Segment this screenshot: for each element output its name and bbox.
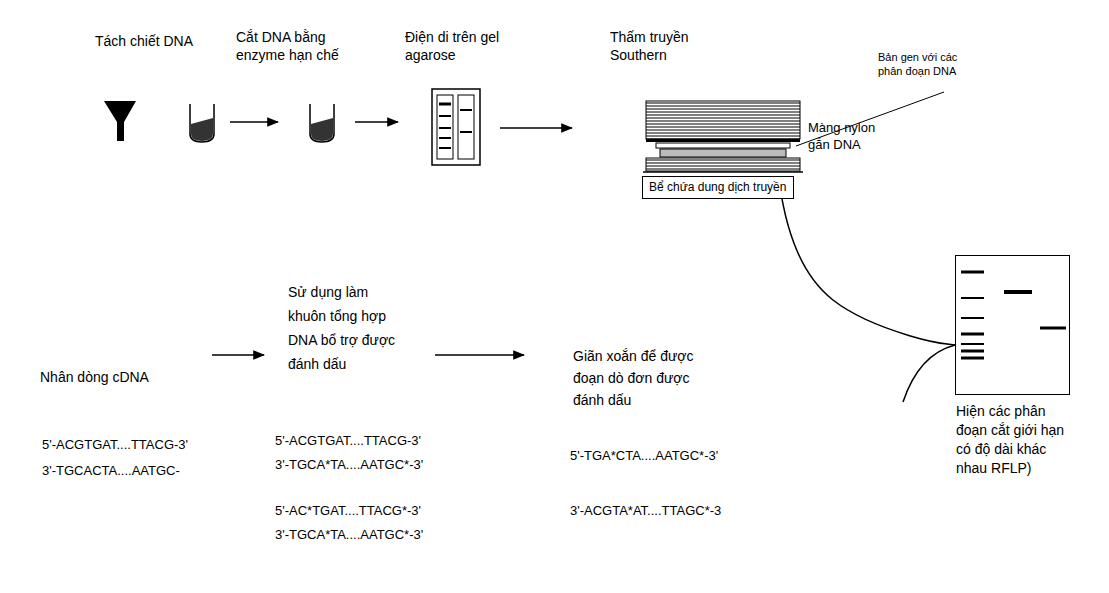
dna-band — [961, 350, 984, 353]
callout-label: Bản gen với các phân đoạn DNA — [878, 50, 973, 79]
sequence: 3'-TGCA*TA....AATGC*-3' — [275, 457, 423, 474]
process-arrow — [230, 121, 278, 123]
callout-label: Màng nylon gắn DNA — [808, 120, 893, 154]
sequence: 5'-TGA*CTA....AATGC*-3' — [570, 448, 718, 465]
dna-band — [961, 297, 984, 299]
dna-band — [961, 271, 984, 274]
sequence: 5'-AC*TGAT....TTACG*-3' — [275, 503, 421, 520]
step-label: Cắt DNA bằng enzyme hạn chế — [236, 28, 354, 64]
sequence: 3'-TGCACTA....AATGC- — [42, 463, 180, 480]
process-arrow — [355, 121, 398, 123]
dna-band — [1004, 290, 1032, 294]
step-label: Sử dụng làm khuôn tổng hợp DNA bổ trợ đư… — [288, 280, 406, 376]
step-label: Giãn xoắn để được đoạn dò đơn được đánh … — [573, 345, 698, 411]
transfer-tank: Bể chứa dung dịch truyền — [642, 176, 794, 199]
sequence: 3'-ACGTA*AT....TTAGC*-3 — [570, 503, 721, 520]
gel-slab — [660, 149, 786, 157]
dna-band — [961, 343, 984, 345]
step-label: Nhân dòng cDNA — [40, 368, 149, 386]
dna-band — [961, 357, 984, 360]
node-text: Bể chứa dung dịch truyền — [649, 180, 787, 194]
process-arrows — [212, 122, 572, 355]
blot-apparatus — [643, 101, 803, 172]
sequence: 5'-ACGTGAT....TTACG-3' — [42, 437, 188, 454]
process-arrow — [435, 354, 524, 356]
merge-curve — [903, 345, 955, 402]
dna-band — [961, 317, 984, 319]
funnel-icon — [104, 101, 136, 141]
merge-connector — [782, 199, 955, 345]
step-label: Thấm truyền Southern — [610, 28, 720, 64]
tube-icon — [310, 104, 334, 142]
result-caption: Hiện các phân đoạn cắt giới hạn có độ dà… — [956, 402, 1074, 478]
step-label: Điện di trên gel agarose — [405, 28, 520, 64]
process-arrow — [212, 354, 264, 356]
band-pattern — [956, 256, 1068, 393]
gel-icon — [432, 89, 480, 165]
result-panel: Hiện các phân đoạn cắt giới hạn có độ dà… — [955, 255, 1070, 395]
process-arrow — [500, 127, 572, 129]
step-label: Tách chiết DNA — [95, 32, 193, 50]
sequence: 3'-TGCA*TA....AATGC*-3' — [275, 527, 423, 544]
sequence: 5'-ACGTGAT....TTACG-3' — [275, 433, 421, 450]
tube-icon — [190, 104, 214, 142]
nylon-membrane — [656, 143, 790, 148]
dna-band — [961, 333, 984, 336]
dna-band — [1040, 327, 1066, 330]
